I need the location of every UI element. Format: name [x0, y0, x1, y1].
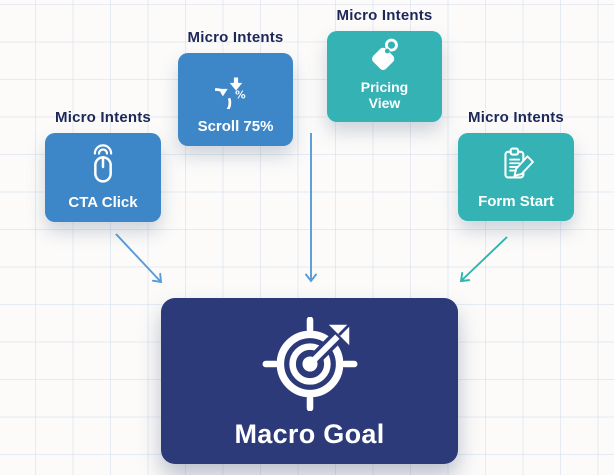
node-cta-click: Micro Intents CTA Click — [45, 108, 161, 222]
clipboard-pencil-icon — [494, 133, 538, 193]
cta-click-label: CTA Click — [68, 193, 138, 211]
form-start-label: Form Start — [478, 192, 554, 210]
micro-intents-heading: Micro Intents — [55, 109, 151, 126]
micro-intents-heading: Micro Intents — [468, 109, 564, 126]
svg-text:%: % — [235, 90, 246, 102]
arrow-form-to-goal — [459, 236, 508, 283]
micro-intents-heading: Micro Intents — [187, 29, 284, 46]
node-pricing-view: Micro Intents Pricing View — [327, 6, 442, 122]
scroll-percent-icon: % — [214, 53, 257, 118]
arrow-cta-to-goal — [115, 233, 163, 284]
target-dart-icon — [262, 298, 358, 420]
scroll-75-label: Scroll 75% — [197, 117, 274, 135]
node-form-start: Micro Intents Form Start — [458, 108, 574, 221]
form-start-box: Form Start — [458, 133, 574, 221]
scroll-75-box: % Scroll 75% — [178, 53, 293, 146]
cta-click-box: CTA Click — [45, 133, 161, 222]
macro-goal-label: Macro Goal — [234, 419, 385, 450]
pricing-view-box: Pricing View — [327, 31, 442, 122]
micro-intents-heading: Micro Intents — [336, 7, 433, 24]
macro-goal-box: Macro Goal — [161, 298, 458, 464]
price-tag-icon — [363, 29, 407, 79]
pricing-view-label: Pricing View — [360, 78, 409, 111]
node-scroll-75: Micro Intents % Scroll 75% — [178, 28, 293, 146]
mouse-click-icon — [80, 133, 126, 194]
